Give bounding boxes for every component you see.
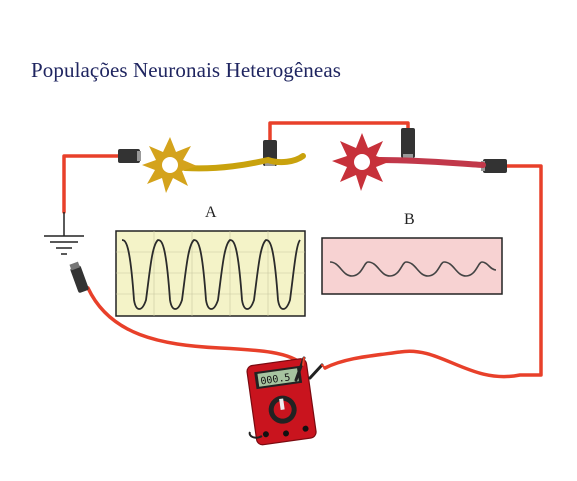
connector-left [118, 149, 140, 163]
axon-b [380, 160, 483, 165]
axon-a [185, 156, 303, 168]
ground-icon [44, 212, 84, 254]
connector-right-top [401, 128, 415, 158]
neuron-a-icon [142, 137, 197, 193]
panel-b [322, 238, 502, 294]
connector-right [483, 159, 507, 173]
wire-bridge [270, 123, 408, 143]
panel-a [116, 231, 305, 316]
neuron-b-icon [332, 133, 391, 191]
wire-ground-top [64, 156, 122, 212]
probe-plug-icon [69, 262, 89, 294]
multimeter: 000.5 [246, 358, 325, 446]
